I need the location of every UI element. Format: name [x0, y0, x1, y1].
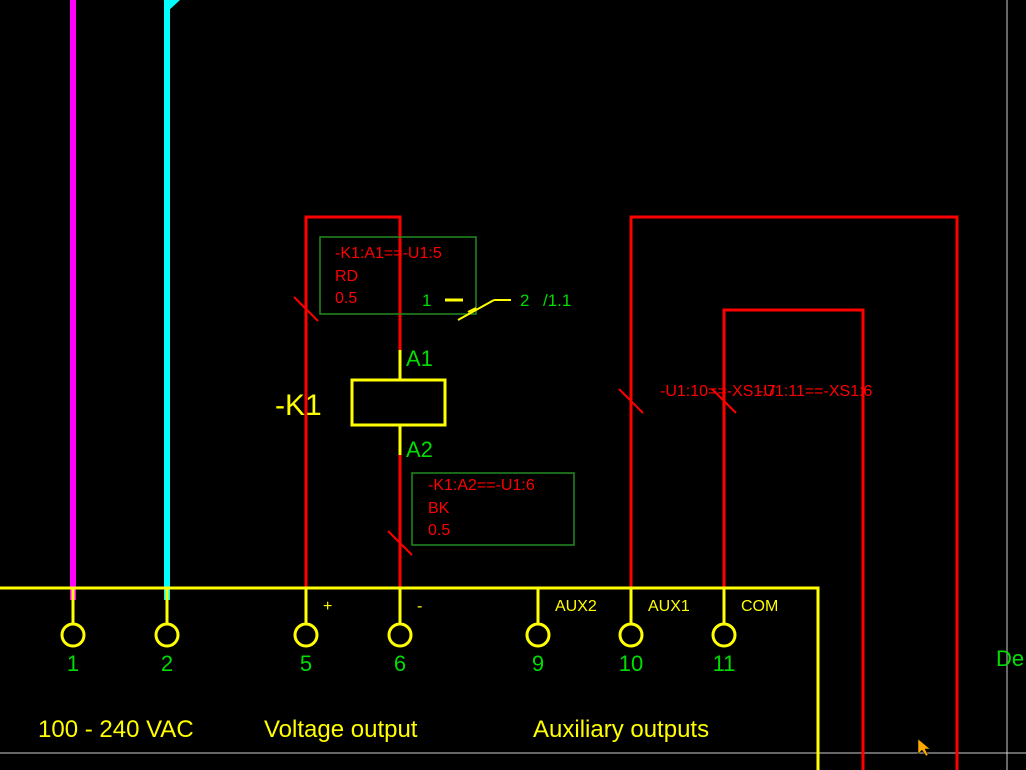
terminal-1[interactable] — [60, 622, 86, 648]
terminal-label-6: - — [417, 598, 422, 615]
wire-a2-color-code: BK — [428, 500, 450, 517]
red-wires[interactable] — [304, 215, 959, 770]
aux-wire-label-10: -U1:10==-XS1:7 — [660, 383, 776, 400]
contact-page-ref: /1.1 — [543, 291, 571, 310]
device-outline[interactable] — [0, 586, 820, 770]
wire-a1-cross-section: 0.5 — [335, 290, 357, 307]
wire-ticks — [293, 296, 737, 556]
relay-k1[interactable] — [350, 350, 447, 455]
terminal-11[interactable] — [711, 622, 737, 648]
contact-to-number: 2 — [520, 291, 529, 310]
terminal-5[interactable] — [293, 622, 319, 648]
terminal-2[interactable] — [154, 622, 180, 648]
wire-info-a1: -K1:A1==-U1:5 RD 0.5 — [335, 245, 442, 307]
terminal-number-6: 6 — [394, 651, 406, 676]
relay-coil — [350, 378, 447, 427]
terminal-label-11: COM — [741, 598, 778, 615]
terminal-label-10: AUX1 — [648, 598, 690, 615]
wire-a1-color-code: RD — [335, 268, 358, 285]
terminal-number-2: 2 — [161, 651, 173, 676]
coil-terminal-a1: A1 — [406, 346, 433, 371]
terminal-10[interactable] — [618, 622, 644, 648]
wire-info-box-a1[interactable] — [319, 236, 477, 315]
device-terminals[interactable]: 1 2 5 +6 - 9 AUX2 10 AUX1 11 COM — [60, 588, 778, 676]
terminal-number-9: 9 — [532, 651, 544, 676]
wire-info-a2: -K1:A2==-U1:6 BK 0.5 — [428, 477, 535, 539]
group-label-aux-outputs: Auxiliary outputs — [533, 716, 709, 743]
coil-terminal-a2: A2 — [406, 437, 433, 462]
aux-wire-label-11: -U1:11==-XS1:6 — [758, 383, 873, 400]
terminal-number-10: 10 — [619, 651, 643, 676]
group-label-voltage-output: Voltage output — [264, 716, 418, 743]
terminal-9[interactable] — [525, 622, 551, 648]
terminal-label-5: + — [323, 598, 332, 615]
contact-from-number: 1 — [422, 291, 431, 310]
relay-tag: -K1 — [275, 389, 322, 422]
wire-a1-connection: -K1:A1==-U1:5 — [335, 245, 442, 262]
wire-aux-outer — [629, 215, 959, 770]
contact-mark — [467, 307, 477, 313]
terminal-number-5: 5 — [300, 651, 312, 676]
wire-a2-cross-section: 0.5 — [428, 522, 450, 539]
terminal-number-11: 11 — [713, 651, 736, 676]
edge-label: De — [996, 646, 1024, 671]
contact-reference[interactable]: 1 2 /1.1 — [422, 291, 571, 321]
wire-aux-inner — [722, 308, 865, 770]
rail-cyan-bend — [167, 0, 180, 12]
wire-a1 — [304, 215, 402, 590]
wire-info-box-a2[interactable] — [411, 472, 575, 546]
contact-switch-arm — [457, 299, 495, 321]
wire-a2-connection: -K1:A2==-U1:6 — [428, 477, 535, 494]
mouse-cursor-icon — [917, 738, 931, 757]
group-label-supply: 100 - 240 VAC — [38, 716, 194, 743]
terminal-6[interactable] — [387, 622, 413, 648]
terminal-number-1: 1 — [67, 651, 79, 676]
terminal-label-9: AUX2 — [555, 598, 597, 615]
